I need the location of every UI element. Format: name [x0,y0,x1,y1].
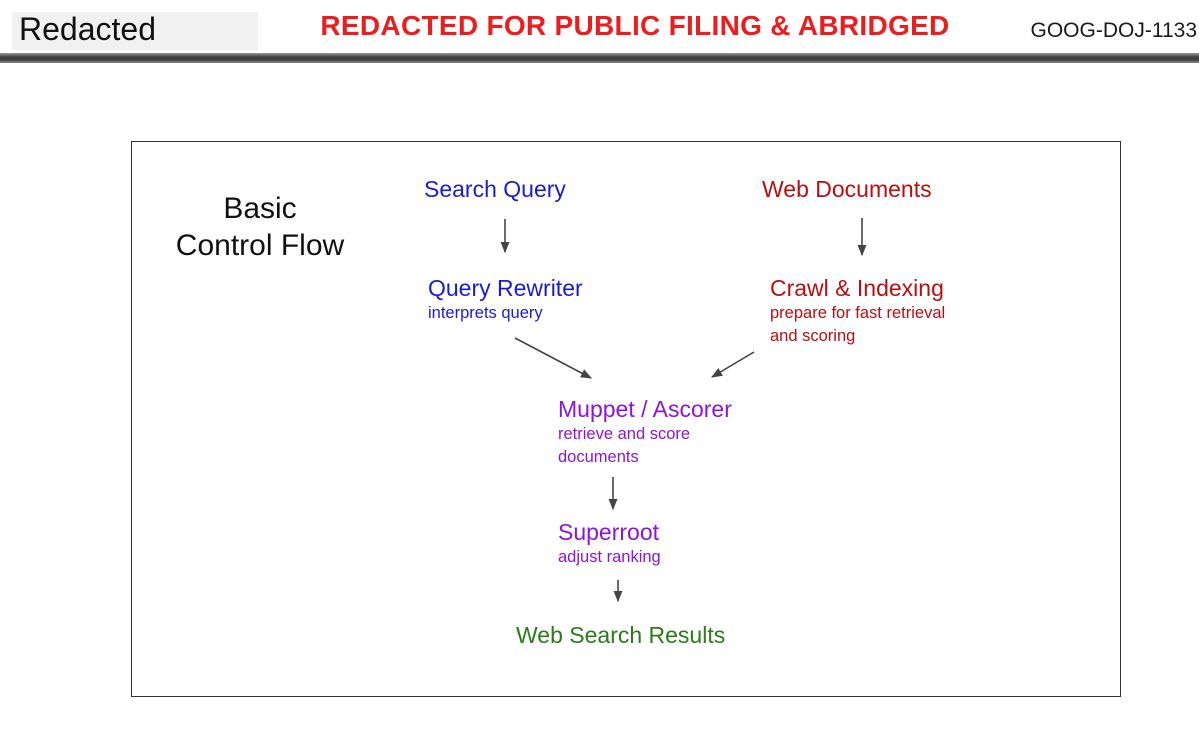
slide-title-line-1: Basic [223,192,297,225]
slide-title: Basic Control Flow [168,190,352,264]
node-muppet-ascorer-sub-1: retrieve and score [558,425,691,443]
node-muppet-ascorer-sub-2: documents [558,448,639,466]
header-divider-bar [0,53,1199,63]
node-web-search-results: Web Search Results [516,622,726,648]
node-muppet-ascorer: Muppet / Ascorer retrieve and score docu… [558,395,732,469]
node-superroot: Superroot adjust ranking [558,518,661,569]
node-superroot-sub: adjust ranking [558,548,661,566]
node-search-query: Search Query [424,176,566,202]
arrow-query-rewriter-to-muppet-ascorer [514,337,592,379]
node-crawl-indexing-sub-2: and scoring [770,327,856,345]
node-query-rewriter-sub: interprets query [428,304,543,322]
node-query-rewriter-label: Query Rewriter [428,275,583,301]
arrow-crawl-indexing-to-muppet-ascorer [711,351,755,378]
node-crawl-indexing: Crawl & Indexing prepare for fast retrie… [770,274,945,348]
slide-title-line-2: Control Flow [175,229,345,262]
node-web-documents: Web Documents [762,176,932,202]
redacted-label-box [12,12,258,50]
redaction-notice: REDACTED FOR PUBLIC FILING & ABRIDGED [320,10,950,41]
node-crawl-indexing-label: Crawl & Indexing [770,275,944,301]
node-superroot-label: Superroot [558,519,660,545]
node-crawl-indexing-sub-1: prepare for fast retrieval [770,304,946,322]
redacted-label: Redacted [19,11,156,47]
node-query-rewriter: Query Rewriter interprets query [428,274,583,325]
bates-number: GOOG-DOJ-1133 [1030,19,1197,42]
node-muppet-ascorer-label: Muppet / Ascorer [558,396,732,422]
slide-frame [131,141,1121,697]
